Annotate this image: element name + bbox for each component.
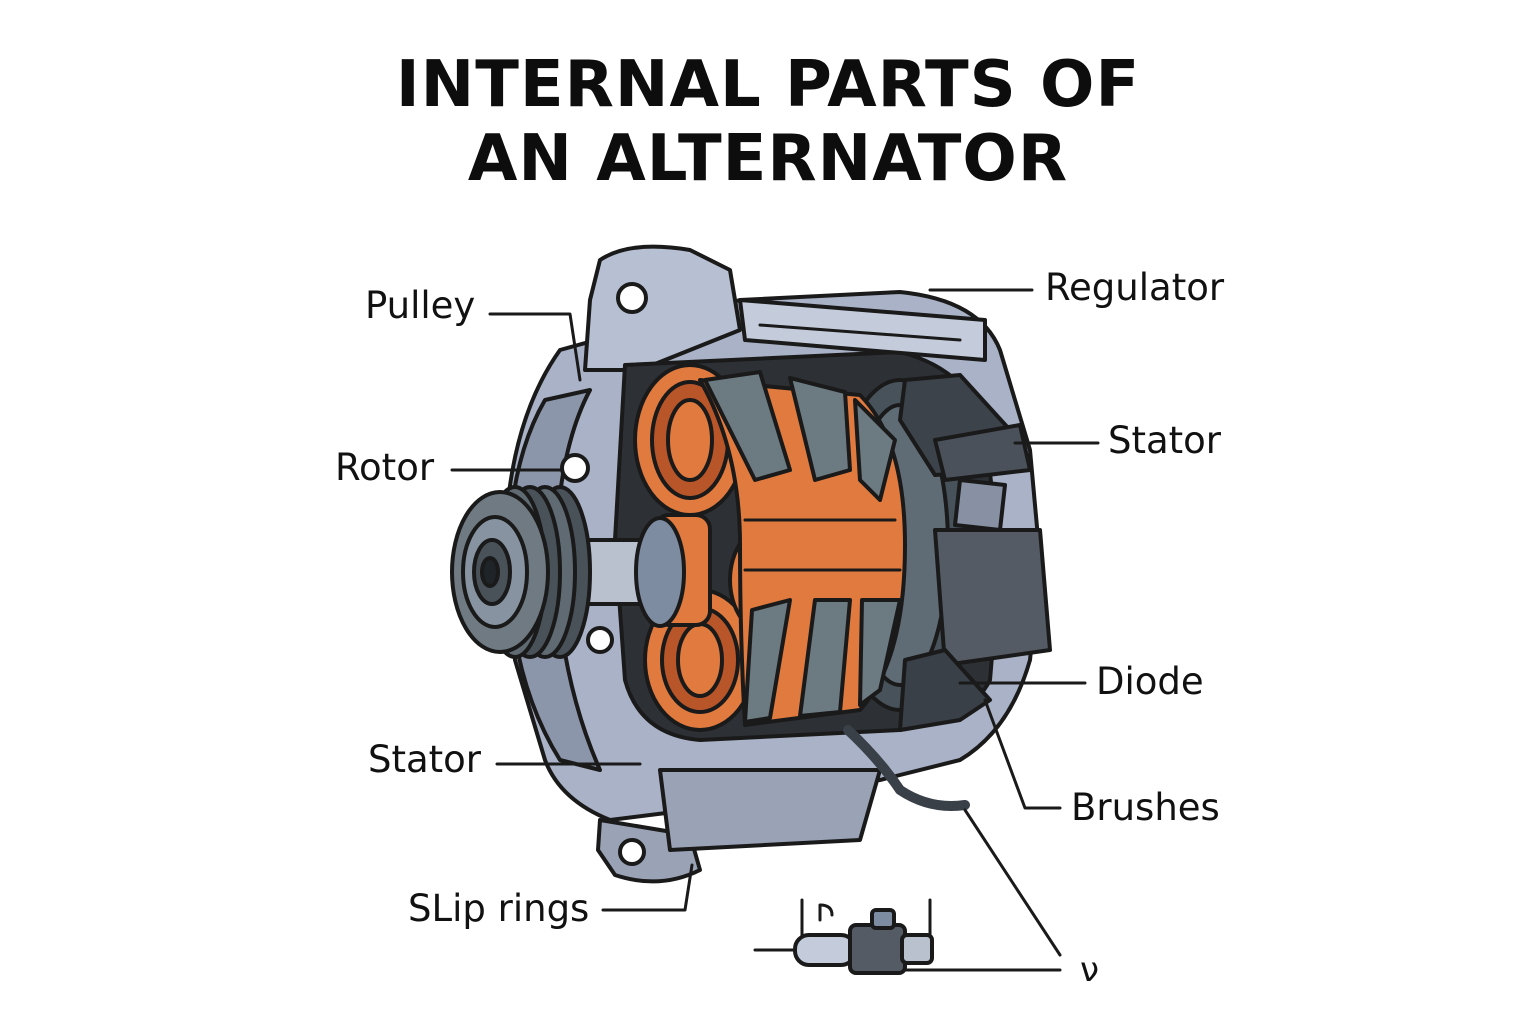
leader-lines — [450, 288, 1100, 957]
diagram-title: INTERNAL PARTS OF AN ALTERNATOR — [0, 48, 1536, 196]
bottom-case-rib — [658, 768, 882, 852]
flange-bolt-lower — [586, 626, 614, 654]
label-slip-rings: SLip rings — [408, 887, 590, 930]
brush-holder — [898, 648, 992, 732]
label-stator-right: Stator — [1108, 419, 1222, 462]
label-pulley: Pulley — [365, 284, 476, 327]
label-rotor: Rotor — [335, 446, 435, 489]
diode-pack — [933, 528, 1052, 667]
flange-bolt-left — [560, 453, 590, 483]
pulley — [450, 485, 592, 659]
top-bolt-hole — [616, 282, 648, 314]
rear-bracket — [953, 478, 1007, 532]
label-terminal-mark: ν — [1080, 950, 1099, 990]
label-regulator: Regulator — [1045, 266, 1225, 309]
terminal-connector — [753, 898, 1062, 975]
bottom-bolt-hole — [618, 838, 646, 866]
stator-clip — [933, 423, 1032, 482]
label-stator-left: Stator — [368, 738, 482, 781]
title-line-1: INTERNAL PARTS OF — [395, 48, 1141, 122]
regulator-rail — [738, 298, 987, 362]
rotor-claw-poles — [703, 370, 902, 724]
label-diode: Diode — [1096, 660, 1204, 703]
output-wire — [843, 725, 970, 811]
title-line-2: AN ALTERNATOR — [467, 122, 1069, 196]
label-brushes: Brushes — [1071, 786, 1220, 829]
